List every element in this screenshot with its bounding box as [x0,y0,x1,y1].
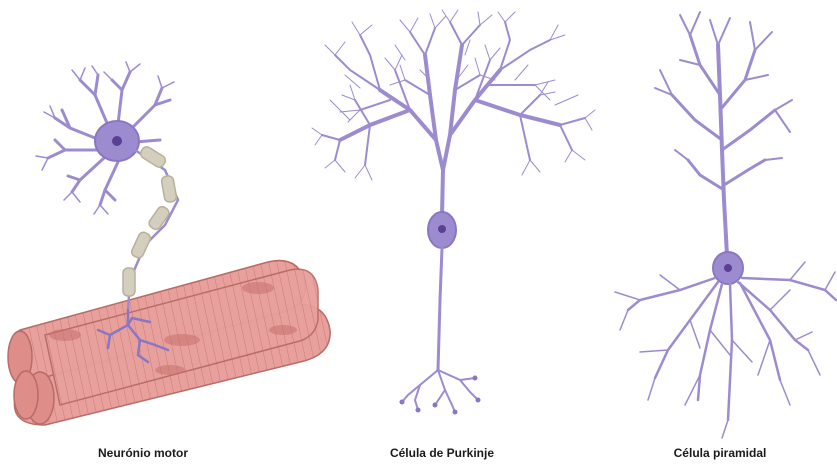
neuron-illustration [0,0,837,440]
muscle-fibers [8,261,330,425]
pyramidal-cell-label: Célula piramidal [635,446,805,460]
purkinje-cell-label: Célula de Purkinje [357,446,527,460]
purkinje-cell [312,10,595,415]
pyramidal-cell [615,12,836,438]
motor-neuron-label: Neurónio motor [58,446,228,460]
